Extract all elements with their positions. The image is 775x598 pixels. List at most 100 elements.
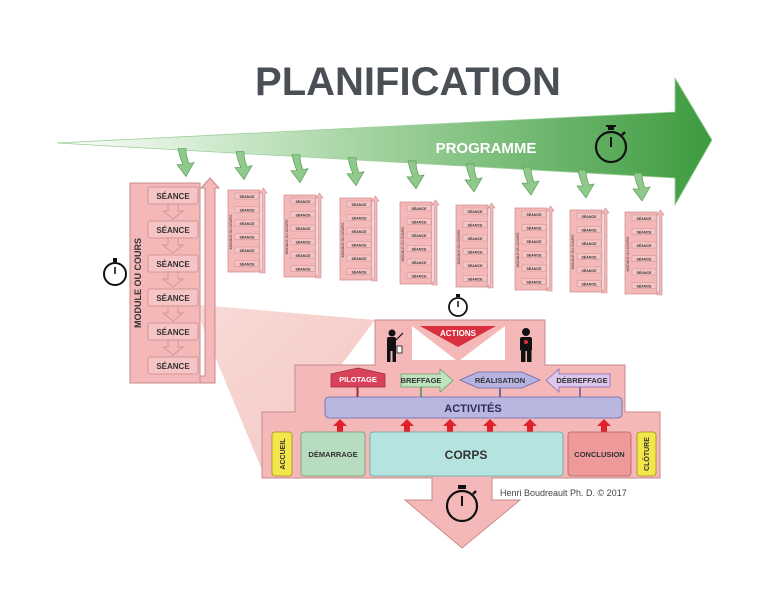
pilotage-label: PILOTAGE (339, 375, 377, 384)
module-label: MODULE OU COURS (341, 222, 345, 257)
down-arrow (576, 169, 595, 199)
seance-label: SÉANCE (637, 270, 653, 275)
red-up-arrow (333, 419, 347, 432)
small-module: SÉANCESÉANCESÉANCESÉANCESÉANCESÉANCEMODU… (624, 209, 665, 296)
small-module: SÉANCESÉANCESÉANCESÉANCESÉANCESÉANCEMODU… (227, 187, 268, 274)
seance-label: SÉANCE (412, 233, 428, 238)
seance-label: SÉANCE (240, 194, 256, 199)
seance-label: SÉANCE (156, 260, 190, 269)
seance-label: SÉANCE (527, 252, 543, 257)
seance-label: SÉANCE (637, 229, 653, 234)
seance-label: SÉANCE (352, 256, 368, 261)
seance-item: SÉANCE (147, 356, 199, 375)
seance-label: SÉANCE (527, 225, 543, 230)
seance-label: SÉANCE (527, 239, 543, 244)
breffage-label: BREFFAGE (401, 376, 442, 385)
seance-label: SÉANCE (352, 242, 368, 247)
module-label: MODULE OU COURS (133, 238, 143, 328)
seance-label: SÉANCE (412, 206, 428, 211)
seance-label: SÉANCE (352, 202, 368, 207)
accueil-label: ACCUEIL (280, 438, 287, 470)
zoom-wedge (200, 305, 375, 470)
seance-label: SÉANCE (296, 239, 312, 244)
seance-label: SÉANCE (582, 241, 598, 246)
seance-label: SÉANCE (352, 269, 368, 274)
seance-label: SÉANCE (582, 268, 598, 273)
small-module: SÉANCESÉANCESÉANCESÉANCESÉANCESÉANCEMODU… (569, 207, 610, 294)
actions-triangle (420, 326, 496, 347)
programme-arrow (56, 76, 713, 207)
seance-item: SÉANCE (147, 186, 199, 220)
seance-item: SÉANCE (147, 322, 199, 356)
down-arrow (521, 166, 540, 196)
demarrage-box (300, 431, 366, 477)
seance-label: SÉANCE (468, 209, 484, 214)
module-label: MODULE OU COURS (571, 234, 575, 269)
module-return-arrow (259, 187, 268, 274)
seance-label: SÉANCE (637, 216, 653, 221)
seance-down-arrow (162, 237, 184, 254)
down-arrow (406, 160, 425, 190)
module-return-arrow (315, 192, 324, 279)
seance-label: SÉANCE (637, 256, 653, 261)
seance-label: SÉANCE (582, 227, 598, 232)
learner-icon (520, 328, 532, 362)
seance-label: SÉANCE (352, 215, 368, 220)
cloture-label: CLÔTURE (642, 437, 651, 471)
realisation-diamond (459, 371, 541, 389)
small-module: SÉANCESÉANCESÉANCESÉANCESÉANCESÉANCEMODU… (455, 202, 496, 289)
seance-label: SÉANCE (296, 226, 312, 231)
seance-label: SÉANCE (296, 253, 312, 258)
seance-label: SÉANCE (468, 263, 484, 268)
seance-label: SÉANCE (296, 199, 312, 204)
seance-label: SÉANCE (240, 221, 256, 226)
seance-label: SÉANCE (468, 222, 484, 227)
programme-label: PROGRAMME (436, 140, 537, 157)
seance-down-arrow (162, 203, 184, 220)
module-return-arrow (546, 205, 555, 292)
down-arrow (290, 154, 309, 184)
module-return-arrow (199, 177, 221, 384)
small-module: SÉANCE SÉANCE SÉANCE SÉANCE SÉANCE SÉANCE MODU… (339, 195, 380, 282)
seance-label: SÉANCE (240, 234, 256, 239)
conclusion-label: CONCLUSION (574, 450, 624, 459)
corps-label: CORPS (445, 448, 488, 462)
red-up-arrow (443, 419, 457, 432)
module-return-arrow (431, 199, 440, 286)
actions-label: ACTIONS (440, 329, 477, 338)
module-label: MODULE OU COURS (401, 226, 405, 261)
seance-label: SÉANCE (412, 219, 428, 224)
seance-label: SÉANCE (412, 273, 428, 278)
stopwatch-icon (103, 258, 127, 286)
red-up-arrow (400, 419, 414, 432)
seance-item: SÉANCE (147, 220, 199, 254)
credit: Henri Boudreault Ph. D. © 2017 (500, 488, 627, 498)
seance-structure: ACTIONS PILOTAGE BREFFAGE RÉALISATION DÉ… (261, 294, 661, 549)
red-up-arrow (523, 419, 537, 432)
red-up-arrow (483, 419, 497, 432)
demarrage-label: DÉMARRAGE (308, 450, 357, 459)
module-return-arrow (371, 195, 380, 282)
module-return-arrow (487, 202, 496, 289)
seance-label: SÉANCE (468, 249, 484, 254)
activites-bar (324, 396, 623, 419)
realisation-label: RÉALISATION (475, 376, 525, 385)
seance-label: SÉANCE (582, 254, 598, 259)
module-return-arrow (601, 207, 610, 294)
small-modules: SÉANCE SÉANCE SÉANCE SÉANCE SÉANCE SÉANCE MODU… (227, 187, 665, 296)
cloture-box (636, 431, 657, 477)
seance-label: SÉANCE (156, 328, 190, 337)
stopwatch-icon (448, 294, 468, 317)
seance-label: SÉANCE (296, 266, 312, 271)
red-up-arrows (333, 419, 611, 432)
seance-label: SÉANCE (352, 229, 368, 234)
pilotage-sign (330, 367, 386, 388)
red-up-arrow (597, 419, 611, 432)
small-module: SÉANCESÉANCESÉANCESÉANCESÉANCESÉANCEMODU… (514, 205, 555, 292)
down-arrow (346, 157, 365, 187)
seance-down-arrow (162, 271, 184, 288)
module-label: MODULE OU COURS (516, 232, 520, 267)
module-label: MODULE OU COURS (285, 219, 289, 254)
activites-label: ACTIVITÉS (444, 402, 501, 415)
